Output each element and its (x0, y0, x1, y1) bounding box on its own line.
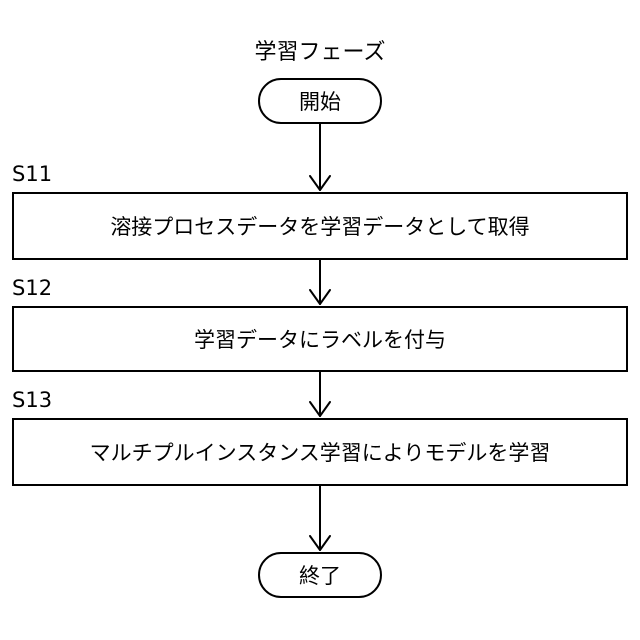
arrow-s13-to-end (310, 486, 330, 550)
diagram-title: 学習フェーズ (0, 38, 640, 68)
end-label: 終了 (299, 560, 341, 590)
arrow-start-to-s11 (310, 124, 330, 190)
step-id-s13: S13 (12, 388, 52, 412)
end-terminal: 終了 (258, 552, 382, 598)
step-text-s11: 溶接プロセスデータを学習データとして取得 (110, 211, 529, 241)
start-label: 開始 (299, 86, 341, 116)
step-box-s12: 学習データにラベルを付与 (12, 306, 628, 372)
step-id-s11: S11 (12, 162, 52, 186)
start-terminal: 開始 (258, 78, 382, 124)
step-id-s12: S12 (12, 276, 52, 300)
step-text-s12: 学習データにラベルを付与 (194, 324, 446, 354)
arrow-s12-to-s13 (310, 372, 330, 416)
arrow-s11-to-s12 (310, 260, 330, 304)
step-box-s13: マルチプルインスタンス学習によりモデルを学習 (12, 418, 628, 486)
step-box-s11: 溶接プロセスデータを学習データとして取得 (12, 192, 628, 260)
step-text-s13: マルチプルインスタンス学習によりモデルを学習 (90, 437, 551, 467)
